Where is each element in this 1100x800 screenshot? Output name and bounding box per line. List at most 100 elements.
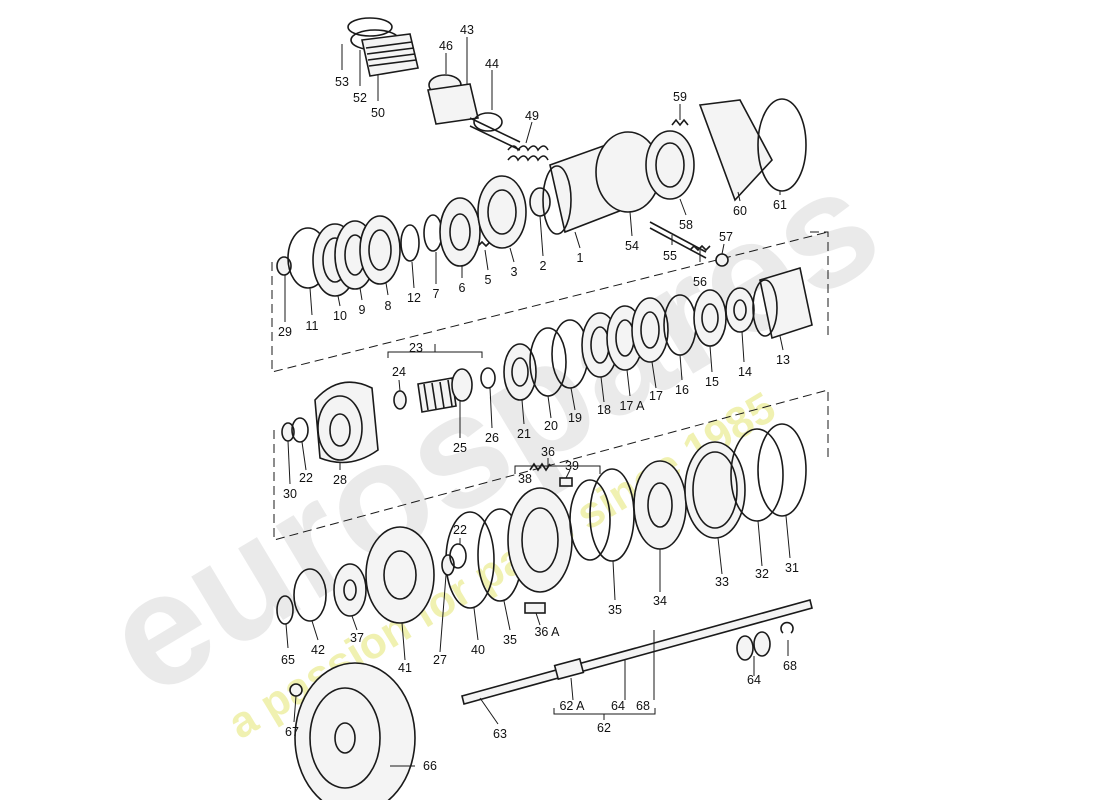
part-31-ring bbox=[757, 423, 807, 517]
part-12-ring bbox=[400, 224, 420, 262]
label-2: 2 bbox=[540, 259, 547, 273]
part-14-bearing bbox=[725, 287, 755, 333]
label-29: 29 bbox=[278, 325, 292, 339]
part-41-gear-drum bbox=[365, 526, 435, 624]
part-60-drum bbox=[698, 99, 773, 202]
part-56-spring bbox=[689, 244, 711, 252]
part-32-ring bbox=[730, 428, 784, 522]
part-62a-coupling bbox=[553, 657, 585, 681]
label-35-right: 35 bbox=[608, 603, 622, 617]
label-25: 25 bbox=[453, 441, 467, 455]
label-11: 11 bbox=[306, 319, 319, 333]
part-2-hub bbox=[529, 187, 551, 217]
part-39-block bbox=[559, 477, 573, 487]
label-64: 64 bbox=[747, 673, 761, 687]
part-49-spring bbox=[507, 145, 549, 152]
bracket-36 bbox=[514, 465, 601, 474]
part-37-hub bbox=[333, 563, 367, 617]
part-65-ring bbox=[276, 595, 294, 625]
label-31: 31 bbox=[785, 561, 799, 575]
label-22-upper: 22 bbox=[299, 471, 313, 485]
part-36a-block bbox=[524, 602, 546, 614]
label-28: 28 bbox=[333, 473, 347, 487]
label-56: 56 bbox=[693, 275, 707, 289]
label-3: 3 bbox=[511, 265, 518, 279]
part-34-gear bbox=[633, 460, 687, 550]
label-12: 12 bbox=[407, 291, 421, 305]
parts-row-6 bbox=[276, 526, 813, 800]
parts-row-5 bbox=[441, 423, 807, 614]
label-7: 7 bbox=[433, 287, 440, 301]
label-5: 5 bbox=[485, 273, 492, 287]
label-13: 13 bbox=[776, 353, 790, 367]
part-3-piston bbox=[477, 175, 527, 249]
part-58-plate bbox=[645, 130, 695, 200]
part-57-nut bbox=[715, 253, 729, 267]
label-17a: 17 A bbox=[619, 399, 645, 413]
part-64-bushing-b bbox=[753, 631, 771, 657]
label-1: 1 bbox=[577, 251, 584, 265]
group-box-upper bbox=[271, 231, 829, 373]
part-68-clip bbox=[780, 621, 794, 634]
part-25-bearing bbox=[451, 368, 473, 402]
label-57: 57 bbox=[719, 230, 733, 244]
parts-row-4-left bbox=[281, 381, 379, 464]
part-15-disc bbox=[693, 289, 727, 347]
label-55: 55 bbox=[663, 249, 677, 263]
part-59-spring bbox=[671, 118, 689, 127]
part-53-snap-ring bbox=[347, 17, 393, 37]
label-27: 27 bbox=[433, 653, 447, 667]
label-41: 41 bbox=[398, 661, 412, 675]
group-outlines bbox=[271, 231, 829, 541]
label-40: 40 bbox=[471, 643, 485, 657]
label-68: 68 bbox=[783, 659, 797, 673]
part-number-labels: 53 52 50 46 43 44 49 59 29 11 10 9 8 12 … bbox=[278, 23, 799, 773]
label-62: 62 bbox=[597, 721, 611, 735]
label-6: 6 bbox=[459, 281, 466, 295]
label-9: 9 bbox=[359, 303, 366, 317]
label-10: 10 bbox=[333, 309, 347, 323]
label-58: 58 bbox=[679, 218, 693, 232]
part-63-shaft bbox=[461, 599, 813, 705]
part-22-ring bbox=[291, 417, 309, 443]
label-61: 61 bbox=[773, 198, 787, 212]
label-60: 60 bbox=[733, 204, 747, 218]
part-28-drum bbox=[314, 381, 379, 464]
label-32: 32 bbox=[755, 567, 769, 581]
label-38: 38 bbox=[518, 472, 532, 486]
label-36a: 36 A bbox=[534, 625, 560, 639]
label-14: 14 bbox=[738, 365, 752, 379]
part-38-clutch-hub bbox=[507, 487, 573, 593]
part-33-ring-gear bbox=[684, 441, 746, 539]
label-26: 26 bbox=[485, 431, 499, 445]
part-66-converter bbox=[294, 662, 416, 800]
part-42-ring bbox=[293, 568, 327, 622]
part-24-washer bbox=[393, 390, 407, 410]
label-68-shaft: 68 bbox=[636, 699, 650, 713]
label-52: 52 bbox=[353, 91, 367, 105]
label-8: 8 bbox=[385, 299, 392, 313]
part-21-gear bbox=[503, 343, 537, 401]
label-36: 36 bbox=[541, 445, 555, 459]
part-67-bolt bbox=[289, 683, 303, 697]
label-23: 23 bbox=[409, 341, 423, 355]
label-63: 63 bbox=[493, 727, 507, 741]
part-44-ring bbox=[473, 112, 503, 132]
label-64-shaft: 64 bbox=[611, 699, 625, 713]
label-66: 66 bbox=[423, 759, 437, 773]
label-24: 24 bbox=[392, 365, 406, 379]
part-22-small-ring bbox=[449, 543, 467, 569]
label-43: 43 bbox=[460, 23, 474, 37]
part-6-disc bbox=[439, 197, 481, 267]
label-33: 33 bbox=[715, 575, 729, 589]
part-26-ring bbox=[480, 367, 496, 389]
part-17-plate bbox=[631, 297, 669, 363]
group-box-upper-right bbox=[810, 231, 829, 340]
label-65: 65 bbox=[281, 653, 295, 667]
parts-row-2 bbox=[276, 98, 807, 297]
label-21: 21 bbox=[517, 427, 531, 441]
label-54: 54 bbox=[625, 239, 639, 253]
label-17: 17 bbox=[649, 389, 663, 403]
part-36-springs bbox=[529, 462, 551, 472]
